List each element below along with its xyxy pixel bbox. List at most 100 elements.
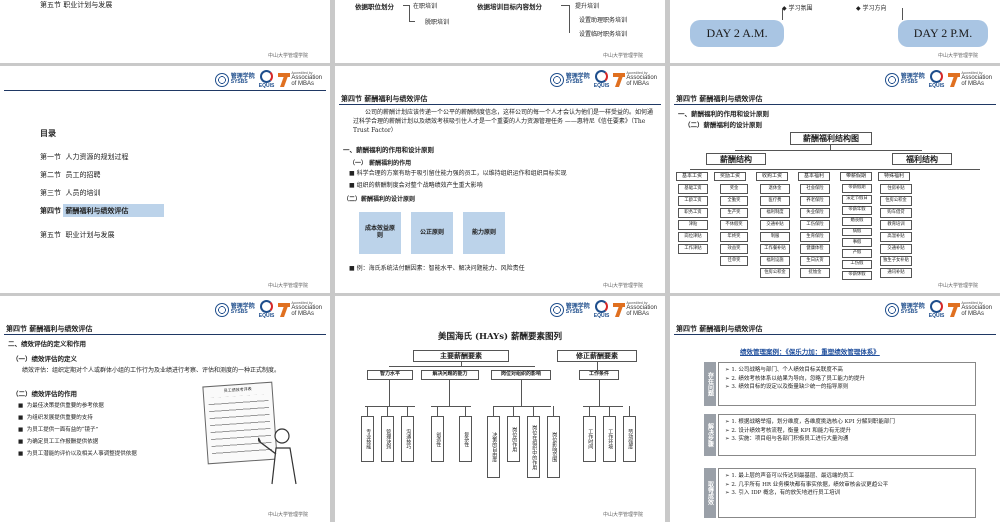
logo-text: EQUIS: [258, 83, 275, 89]
equis-logo: EQUIS: [258, 300, 275, 319]
logo-text: Accredited by: [961, 300, 983, 305]
slide-title: 第四节 薪酬福利与绩效评估: [6, 324, 93, 333]
section-tag: 存在问题: [704, 362, 716, 406]
chart-leaf: 独生子女补贴: [880, 256, 912, 266]
connector: [389, 366, 535, 367]
results-panel: ➢ 1. 最上层的声音可以传达到最基层、最远端的员工 ➢ 2. 几乎所有 HR …: [718, 468, 976, 518]
logo-text: 管理学院: [900, 303, 925, 310]
panel-text: 1. 根据战略举措，划分维度，各维度挑选核心 KPI 分解到职能部门: [731, 419, 895, 425]
branch-item: 提升培训: [575, 3, 600, 10]
chart-leaf: 工作餐补贴: [760, 244, 790, 254]
connector: [389, 380, 390, 406]
modifier-factor-box: 修正薪酬要素: [557, 350, 637, 362]
connector: [465, 406, 466, 416]
factor-leaf: 管理诀窍: [381, 416, 394, 462]
slide-thumbnail-2[interactable]: 依据职位划分 在职培训 脱职培训 依据培训目标内容划分 提升培训 设置助理职务培…: [335, 0, 665, 63]
logo-text: Association: [961, 305, 992, 312]
logo-text: Accredited by: [291, 300, 313, 305]
connector: [461, 362, 462, 366]
equis-logo: EQUIS: [594, 70, 609, 89]
toc-item[interactable]: 第三节 人员的培训: [40, 188, 100, 198]
amba-icon: [948, 302, 961, 317]
section-heading: 一、薪酬福利的作用和设计原则: [678, 110, 769, 118]
slide-title: 第四节 薪酬福利与绩效评估: [676, 324, 763, 333]
toc-item[interactable]: 第一节 人力资源的规划过程: [40, 152, 128, 162]
logo-text: Association: [291, 75, 322, 82]
panel-item: ➢ 3. 实施：项目组与各部门积极员工进行大量沟通: [725, 436, 849, 443]
chart-leaf: 社会保险: [800, 184, 830, 194]
chart-leaf: 法定节假日: [842, 194, 872, 204]
factor-leaf: 岗位影响范围: [547, 416, 560, 478]
logo-text: of MBAs: [961, 311, 984, 318]
leaf-row: 专业技能管理诀窍沟通技巧创造性复杂性决策的自由度岗位的作用岗位在组织中的作用岗位…: [335, 406, 665, 486]
chart-node: 特殊福利: [878, 172, 910, 181]
equis-icon: [930, 70, 944, 83]
connector: [583, 406, 623, 407]
logo-text: SYSBS: [900, 79, 918, 85]
equis-icon: [930, 300, 944, 313]
chart-leaf: 教育培训: [880, 220, 912, 230]
bullet-text: 为确定员工工作报酬提供依据: [26, 439, 99, 446]
chart-leaf: 基础工资: [678, 184, 708, 194]
item-label: 学习氛围: [788, 5, 813, 12]
logo-text: Accredited by: [626, 300, 648, 305]
chart-leaf: 制服: [760, 232, 790, 242]
chart-node: 收购工资: [756, 172, 788, 181]
slide-thumbnail-3[interactable]: ◆ 学习氛围 ◆ 学习方向 DAY 2 A.M. DAY 2 P.M. 中山大学…: [670, 0, 1000, 63]
factor-leaf: 复杂性: [459, 416, 472, 462]
principle-box: 成本效益原则: [359, 212, 401, 254]
chart-title: 美国海氏 (HAYs) 薪酬要素图列: [437, 332, 563, 342]
connector: [387, 406, 388, 416]
panel-text: 1. 公司战略与部门、个人绩效目标关联度不高: [731, 367, 843, 373]
amba-icon: [278, 302, 291, 317]
toc-num: 第二节: [40, 171, 61, 179]
bullet-item: ■ 为确定员工工作报酬提供依据: [18, 436, 137, 448]
factor-leaf: 岗位的作用: [507, 416, 520, 462]
toc-item[interactable]: 第五节 职业计划与发展: [40, 230, 114, 240]
connector: [629, 406, 630, 416]
main-factor-box: 主要薪酬要素: [413, 350, 509, 362]
toc-item[interactable]: 第二节 员工的招聘: [40, 170, 100, 180]
square-bullet-icon: ■: [18, 415, 24, 422]
branch-item: 设置临时职务培训: [579, 31, 628, 38]
principle-box: 公正原则: [411, 212, 453, 254]
footer-text: 中山大学管理学院: [602, 53, 643, 59]
connector: [403, 5, 409, 6]
logo-text: Association: [291, 305, 322, 312]
square-bullet-icon: ■: [349, 265, 355, 272]
factor-leaf: 工作时间: [583, 416, 596, 462]
seal-icon: [884, 72, 899, 87]
square-bullet-icon: ■: [349, 170, 355, 177]
section-tag: 解决步骤: [704, 414, 716, 456]
toc-num: 第五节: [40, 231, 61, 239]
panel-text: 2. 设计绩效考核流程，衡量 KPI 和能力有无提升: [731, 427, 851, 434]
logo-text: of MBAs: [291, 81, 314, 88]
equis-icon: [595, 300, 609, 313]
connector: [431, 406, 471, 407]
slide-thumbnail-1[interactable]: 第五节 职业计划与发展 中山大学管理学院: [0, 0, 330, 63]
slide-title: 第四节 薪酬福利与绩效评估: [676, 94, 763, 103]
square-bullet-icon: ■: [18, 427, 24, 434]
toc-item-active[interactable]: 第四节 薪酬福利与绩效评估: [40, 204, 165, 217]
connector: [409, 21, 415, 22]
seal-icon: [214, 72, 229, 87]
logo-text: 管理学院: [230, 303, 255, 310]
logo-text: EQUIS: [258, 313, 275, 319]
chart-node: 基本工资: [676, 172, 708, 181]
factor-leaf: 决策的自由度: [487, 416, 500, 478]
logo-text: 管理学院: [565, 303, 590, 310]
factor-leaf: 专业技能: [361, 416, 374, 462]
case-subtitle: 绩效管理案例：《保乐力加：重塑绩效管理体系》: [740, 348, 880, 356]
header-rule: [4, 334, 326, 335]
connector: [407, 406, 408, 416]
